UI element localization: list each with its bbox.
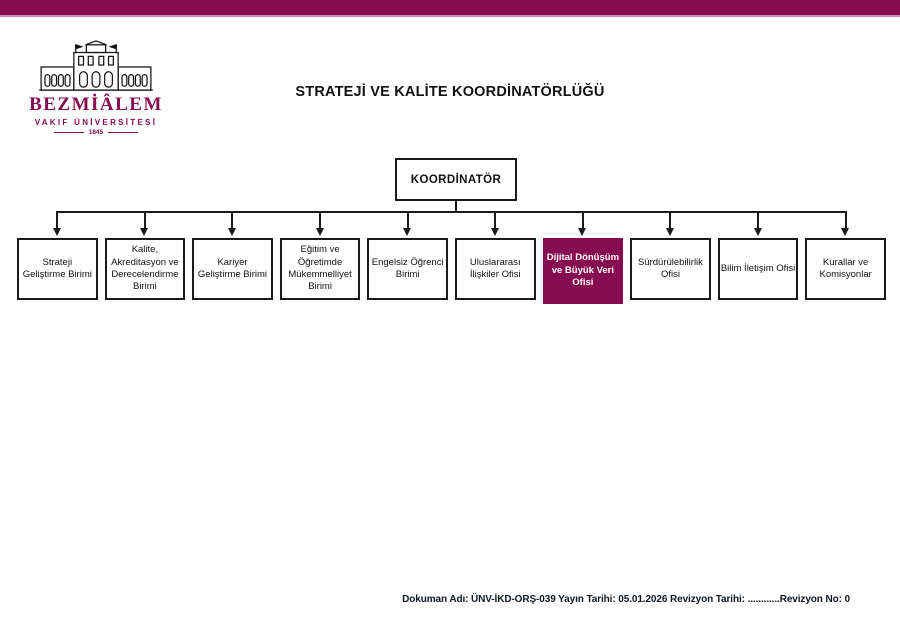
org-unit-box: Sürdürülebilirlik Ofisi <box>630 238 711 300</box>
org-unit-box: Dijital Dönüşüm ve Büyük Veri Ofisi <box>542 238 624 304</box>
university-building-icon <box>39 40 153 91</box>
org-unit-box: Bilim İletişim Ofisi <box>717 238 799 300</box>
org-unit-box: Kariyer Geliştirme Birimi <box>192 238 273 300</box>
org-unit-engelsiz-ogrenci: Engelsiz Öğrenci Birimi <box>367 211 448 300</box>
logo-year-dash-right <box>108 132 139 133</box>
logo-subtitle: VAKIF ÜNİVERSİTESİ <box>34 118 158 127</box>
connector-root-stem <box>455 201 457 212</box>
logo-year-row: 1845 <box>24 129 168 136</box>
logo-year-text: 1845 <box>88 129 104 136</box>
top-accent-bar <box>0 0 900 17</box>
org-unit-box: Strateji Geliştirme Birimi <box>17 238 98 300</box>
org-unit-box: Kurallar ve Komisyonlar <box>805 238 886 300</box>
org-unit-box: Kalite, Akreditasyon ve Derecelendirme B… <box>104 238 186 300</box>
org-unit-box: Engelsiz Öğrenci Birimi <box>367 238 448 300</box>
org-unit-uluslararasi-iliskiler: Uluslararası İlişkiler Ofisi <box>454 211 536 300</box>
page-title: STRATEJİ VE KALİTE KOORDİNATÖRLÜĞÜ <box>295 84 605 100</box>
org-unit-box: Uluslararası İlişkiler Ofisi <box>454 238 536 300</box>
org-units-row: Strateji Geliştirme Birimi Kalite, Akred… <box>17 211 886 304</box>
org-unit-dijital-donusum-buyuk-veri: Dijital Dönüşüm ve Büyük Veri Ofisi <box>542 211 624 304</box>
university-logo: BEZMİÂLEM VAKIF ÜNİVERSİTESİ 1845 <box>24 40 168 136</box>
org-unit-kalite-akreditasyon: Kalite, Akreditasyon ve Derecelendirme B… <box>104 211 186 300</box>
org-unit-kurallar-komisyonlar: Kurallar ve Komisyonlar <box>805 211 886 300</box>
logo-wordmark: BEZMİÂLEM <box>29 94 163 115</box>
connector-horizontal-line <box>57 211 846 213</box>
org-unit-kariyer-gelistirme: Kariyer Geliştirme Birimi <box>192 211 273 300</box>
org-unit-strateji-gelistirme: Strateji Geliştirme Birimi <box>17 211 98 300</box>
org-unit-egitim-ogretimde-mukemmelliyet: Eğitim ve Öğretimde Mükemmelliyet Birimi <box>279 211 361 300</box>
document-footer: Dokuman Adı: ÜNV-İKD-ORŞ-039 Yayın Tarih… <box>402 594 850 605</box>
org-unit-surdurulebilirlik: Sürdürülebilirlik Ofisi <box>630 211 711 300</box>
org-root-box-koordinator: KOORDİNATÖR <box>395 158 517 201</box>
org-unit-bilim-iletisim: Bilim İletişim Ofisi <box>717 211 799 300</box>
logo-year-dash-left <box>53 132 84 133</box>
org-unit-box: Eğitim ve Öğretimde Mükemmelliyet Birimi <box>279 238 361 300</box>
